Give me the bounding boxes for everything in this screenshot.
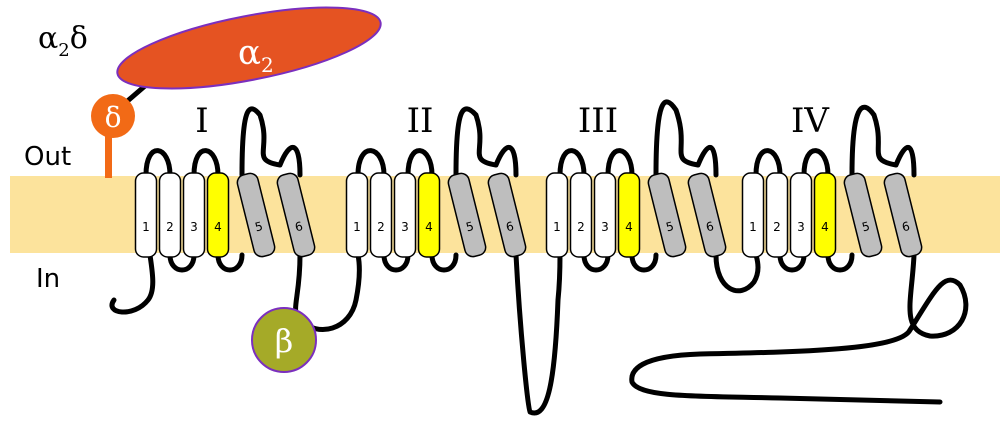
segment-s5-domain-2: 5	[447, 172, 487, 258]
domain-numeral-3: III	[578, 101, 618, 141]
segment-s6-domain-3: 6	[687, 172, 727, 258]
segment-s1-domain-3: 1	[545, 172, 569, 258]
segment-number: 5	[861, 219, 872, 234]
segment-s1-domain-1: 1	[134, 172, 158, 258]
segment-s1-domain-4: 1	[741, 172, 765, 258]
ii-iii-linker	[513, 252, 563, 416]
i-ii-linker	[293, 252, 362, 332]
alpha2-subunit	[116, 6, 382, 90]
segment-s6-domain-2: 6	[487, 172, 527, 258]
segment-number: 4	[425, 220, 433, 234]
domain-ii-loops	[355, 106, 519, 273]
segment-number: 4	[625, 220, 633, 234]
segment-s3-domain-2: 3	[393, 172, 417, 258]
segment-s2-domain-1: 2	[158, 172, 182, 258]
segment-s4-domain-1: 4	[206, 172, 230, 258]
domain-numeral-4: IV	[791, 101, 830, 141]
in-label: In	[36, 264, 60, 294]
n-terminus	[109, 252, 156, 315]
segment-s2-domain-2: 2	[369, 172, 393, 258]
delta-subunit	[91, 94, 135, 138]
channel-backbone	[109, 99, 969, 416]
domain-numeral-1: I	[195, 101, 208, 141]
segment-number: 6	[705, 219, 716, 234]
delta-label: δ	[105, 101, 122, 134]
segment-number: 5	[254, 219, 265, 234]
segment-number: 1	[553, 220, 561, 234]
segment-number: 6	[901, 219, 912, 234]
segment-number: 2	[773, 220, 781, 234]
c-terminus	[629, 252, 969, 405]
segment-s3-domain-1: 3	[182, 172, 206, 258]
segment-number: 3	[401, 220, 409, 234]
segment-number: 3	[601, 220, 609, 234]
segment-number: 2	[166, 220, 174, 234]
alpha2-label: α2	[238, 33, 274, 77]
segment-s4-domain-3: 4	[617, 172, 641, 258]
segment-s2-domain-3: 2	[569, 172, 593, 258]
domain-numeral-2: II	[407, 101, 434, 141]
segment-s5-domain-1: 5	[236, 172, 276, 258]
alpha2-delta-label: α2δ	[38, 21, 88, 61]
segment-number: 4	[821, 220, 829, 234]
segment-number: 5	[465, 219, 476, 234]
segment-s4-domain-4: 4	[813, 172, 837, 258]
segment-s4-domain-2: 4	[417, 172, 441, 258]
delta-stalk	[105, 128, 112, 178]
segment-s5-domain-4: 5	[843, 172, 883, 258]
segment-number: 1	[353, 220, 361, 234]
beta-label: β	[275, 322, 294, 360]
beta-subunit	[251, 307, 317, 373]
segment-number: 1	[142, 220, 150, 234]
domain-iv-loops	[753, 104, 917, 273]
iii-iv-linker	[713, 252, 761, 294]
segment-number: 1	[749, 220, 757, 234]
segment-number: 6	[505, 219, 516, 234]
segment-number: 6	[294, 219, 305, 234]
segment-s1-domain-2: 1	[345, 172, 369, 258]
segment-number: 5	[665, 219, 676, 234]
segment-number: 2	[377, 220, 385, 234]
transmembrane-segments: 1 2 3 4 5 6 1 2 3 4 5 6 1 2 3 4 5 6 1 2 3 4 5 6	[134, 172, 923, 258]
domain-iii-loops	[557, 99, 719, 273]
segment-number: 2	[577, 220, 585, 234]
segment-s5-domain-3: 5	[647, 172, 687, 258]
segment-number: 4	[214, 220, 222, 234]
segment-s2-domain-4: 2	[765, 172, 789, 258]
segment-s6-domain-4: 6	[883, 172, 923, 258]
segment-s6-domain-1: 6	[276, 172, 316, 258]
segment-s3-domain-4: 3	[789, 172, 813, 258]
domain-i-loops	[143, 106, 303, 273]
out-label: Out	[24, 142, 71, 172]
segment-number: 3	[797, 220, 805, 234]
segment-s3-domain-3: 3	[593, 172, 617, 258]
segment-number: 3	[190, 220, 198, 234]
